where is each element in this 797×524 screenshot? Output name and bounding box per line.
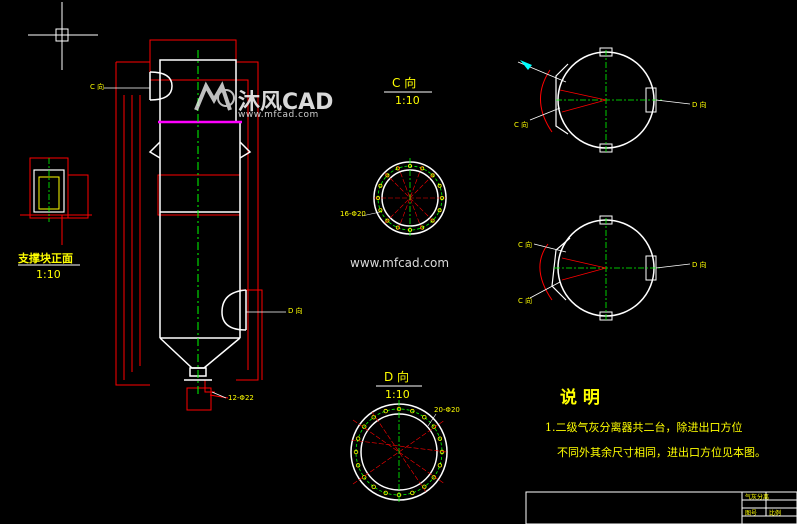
crosshair-cursor-icon <box>28 2 98 70</box>
c-view-scale: 1:10 <box>395 94 420 107</box>
bolt-hole <box>437 183 442 188</box>
bolt-hole <box>439 449 445 455</box>
support-block-title: 支撑块正面 <box>18 252 73 265</box>
d-ring-hole-spec: 20-Φ20 <box>434 406 460 414</box>
d-view-title: D 向 <box>384 370 410 384</box>
watermark-logo-url: www.mfcad.com <box>238 110 319 120</box>
bolt-hole <box>420 166 425 171</box>
bolt-hole <box>353 449 359 455</box>
d-view-scale: 1:10 <box>385 388 410 401</box>
bolt-hole <box>437 208 442 213</box>
title-block-cell-3: 比例 <box>769 510 782 517</box>
bolt-hole <box>437 463 443 468</box>
bolt-hole <box>437 436 443 441</box>
bolt-hole <box>430 173 435 178</box>
bolt-hole <box>422 484 427 489</box>
watermark-center-url: www.mfcad.com <box>350 256 450 270</box>
notes-line-1: 1.二级气灰分离器共二台，除进出口方位 <box>545 421 743 434</box>
d-direction-label-right: D 向 <box>288 307 303 315</box>
bolt-hole <box>355 463 361 468</box>
d-view-flange-ring <box>350 385 448 504</box>
notes-heading: 说 明 <box>560 388 600 408</box>
watermark-logo-text: 沐风CAD <box>238 90 334 115</box>
bolt-hole <box>422 415 427 420</box>
middle-view-d-label: D 向 <box>692 261 707 269</box>
support-block-scale: 1:10 <box>36 268 61 281</box>
title-block <box>525 491 797 524</box>
top-view-c-label: C 向 <box>514 121 529 129</box>
notes-line-2: 不同外其余尺寸相同，进出口方位见本图。 <box>557 446 766 459</box>
orientation-view-middle <box>529 215 691 321</box>
bolt-hole <box>395 166 400 171</box>
title-block-cell-2: 图号 <box>745 510 758 517</box>
top-view-d-label: D 向 <box>692 101 707 109</box>
c-view-flange-ring <box>361 91 447 238</box>
bolt-hole <box>430 218 435 223</box>
title-block-cell-1: 气灰分离 <box>745 494 770 501</box>
bolt-hole <box>385 173 390 178</box>
c-ring-hole-spec: 16-Φ20 <box>340 210 366 218</box>
middle-view-c2-label: C 向 <box>518 297 533 305</box>
bolt-hole <box>420 225 425 230</box>
mfcad-logo-icon <box>194 81 235 111</box>
bolt-hole <box>410 408 415 414</box>
bolt-hole <box>371 484 376 489</box>
bottom-hole-spec: 12-Φ22 <box>228 394 254 402</box>
support-block-view <box>18 157 92 266</box>
middle-view-c-label: C 向 <box>518 241 533 249</box>
bolt-hole <box>383 408 388 414</box>
bolt-hole <box>395 225 400 230</box>
bolt-hole <box>378 208 383 213</box>
bolt-hole <box>396 406 402 412</box>
bolt-hole <box>410 490 415 496</box>
bolt-hole <box>378 183 383 188</box>
c-direction-label-left: C 向 <box>90 83 105 91</box>
bolt-hole <box>371 415 376 420</box>
bolt-hole <box>385 218 390 223</box>
c-view-title: C 向 <box>392 76 417 90</box>
orientation-view-top <box>517 47 691 153</box>
separator-vessel-front-view <box>104 39 286 411</box>
bolt-hole <box>383 490 388 496</box>
bolt-hole <box>355 436 361 441</box>
